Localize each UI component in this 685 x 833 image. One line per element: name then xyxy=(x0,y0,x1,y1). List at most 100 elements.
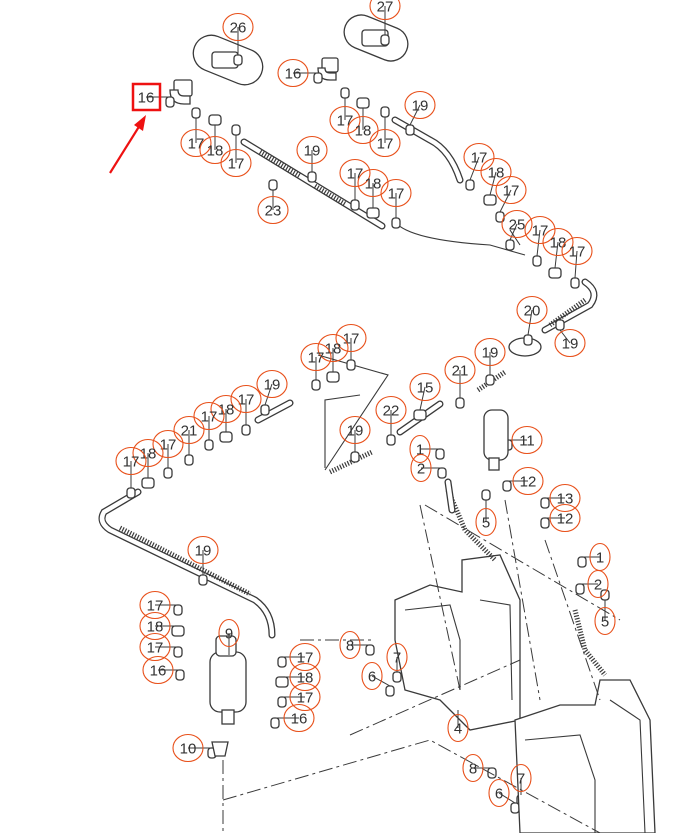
callout-19[interactable]: 19 xyxy=(187,535,219,565)
callout-17[interactable]: 17 xyxy=(463,142,495,172)
callout-5[interactable]: 5 xyxy=(594,606,616,636)
washer-jet-right xyxy=(317,14,409,81)
callout-9[interactable]: 9 xyxy=(218,618,240,648)
callout-17[interactable]: 17 xyxy=(289,682,321,712)
callout-17[interactable]: 17 xyxy=(220,148,252,178)
part-17 xyxy=(173,604,183,616)
part-17 xyxy=(163,467,173,479)
callout-17[interactable]: 17 xyxy=(139,590,171,620)
callout-2[interactable]: 2 xyxy=(587,569,609,599)
callout-number: 19 xyxy=(347,423,364,440)
callout-12[interactable]: 12 xyxy=(549,503,581,533)
callout-19[interactable]: 19 xyxy=(256,369,288,399)
callout-number: 17 xyxy=(123,454,140,471)
part-21 xyxy=(455,397,465,409)
callout-27[interactable]: 27 xyxy=(369,0,401,21)
callout-4[interactable]: 4 xyxy=(447,713,469,743)
part-18 xyxy=(275,676,289,688)
callout-number: 12 xyxy=(557,511,574,528)
callout-number: 16 xyxy=(291,711,308,728)
callout-8[interactable]: 8 xyxy=(339,630,361,660)
callout-number: 19 xyxy=(304,143,321,160)
parts-drawing xyxy=(98,14,656,833)
callout-19[interactable]: 19 xyxy=(296,135,328,165)
part-1 xyxy=(577,556,587,568)
callout-25[interactable]: 25 xyxy=(501,209,533,239)
callout-2[interactable]: 2 xyxy=(410,453,432,483)
part-26 xyxy=(233,54,243,66)
callout-1[interactable]: 1 xyxy=(409,434,431,464)
callout-20[interactable]: 20 xyxy=(516,295,548,325)
callout-17[interactable]: 17 xyxy=(193,401,225,431)
callout-13[interactable]: 13 xyxy=(549,483,581,513)
callout-7[interactable]: 7 xyxy=(510,763,532,793)
part-17 xyxy=(346,359,356,371)
callout-8[interactable]: 8 xyxy=(462,753,484,783)
callout-number: 20 xyxy=(524,303,541,320)
callout-12[interactable]: 12 xyxy=(512,466,544,496)
callout-11[interactable]: 11 xyxy=(511,425,543,455)
callout-19[interactable]: 19 xyxy=(404,90,436,120)
callout-22[interactable]: 22 xyxy=(375,395,407,425)
callout-6[interactable]: 6 xyxy=(488,778,510,808)
leader-line xyxy=(509,223,518,241)
callout-17[interactable]: 17 xyxy=(561,236,593,266)
callout-18[interactable]: 18 xyxy=(289,662,321,692)
callout-19[interactable]: 19 xyxy=(339,415,371,445)
callout-number: 21 xyxy=(452,363,469,380)
callout-19[interactable]: 19 xyxy=(554,328,586,358)
callout-19[interactable]: 19 xyxy=(474,337,506,367)
callout-7[interactable]: 7 xyxy=(386,642,408,672)
callout-17[interactable]: 17 xyxy=(152,429,184,459)
leader-line xyxy=(498,792,516,804)
callout-number: 7 xyxy=(517,771,525,788)
part-17 xyxy=(380,106,390,118)
callout-17[interactable]: 17 xyxy=(369,128,401,158)
callout-18[interactable]: 18 xyxy=(480,157,512,187)
callout-17[interactable]: 17 xyxy=(289,642,321,672)
callout-18[interactable]: 18 xyxy=(347,115,379,145)
callout-26[interactable]: 26 xyxy=(222,12,254,42)
callout-18[interactable]: 18 xyxy=(210,394,242,424)
callout-number: 17 xyxy=(337,113,354,130)
callout-16[interactable]: 16 xyxy=(142,655,174,685)
part-6 xyxy=(385,685,395,697)
callout-5[interactable]: 5 xyxy=(475,507,497,537)
leader-line xyxy=(409,104,421,126)
callout-number: 26 xyxy=(230,20,247,37)
part-19 xyxy=(555,319,565,331)
callout-23[interactable]: 23 xyxy=(257,195,289,225)
part-18 xyxy=(548,267,562,279)
callout-17[interactable]: 17 xyxy=(115,446,147,476)
part-19 xyxy=(198,574,208,586)
part-19 xyxy=(307,171,317,183)
callout-number: 18 xyxy=(355,123,372,140)
callout-16[interactable]: 16 xyxy=(283,703,315,733)
callout-21[interactable]: 21 xyxy=(173,415,205,445)
callout-number: 19 xyxy=(264,377,281,394)
callout-17[interactable]: 17 xyxy=(380,178,412,208)
callout-6[interactable]: 6 xyxy=(361,661,383,691)
callout-18[interactable]: 18 xyxy=(139,611,171,641)
callout-17[interactable]: 17 xyxy=(139,632,171,662)
part-18 xyxy=(208,114,222,126)
highlighted-callout-16[interactable]: 16 xyxy=(138,90,155,107)
part-17 xyxy=(277,696,287,708)
callout-18[interactable]: 18 xyxy=(357,168,389,198)
pointer-arrow xyxy=(109,115,146,174)
callout-15[interactable]: 15 xyxy=(409,372,441,402)
callout-17[interactable]: 17 xyxy=(524,215,556,245)
callout-18[interactable]: 18 xyxy=(317,333,349,363)
part-18 xyxy=(326,371,340,383)
callout-17[interactable]: 17 xyxy=(495,175,527,205)
callout-17[interactable]: 17 xyxy=(230,384,262,414)
callout-number: 4 xyxy=(454,721,462,738)
callout-10[interactable]: 10 xyxy=(172,733,204,763)
callout-number: 6 xyxy=(495,786,503,803)
callout-17[interactable]: 17 xyxy=(300,342,332,372)
part-12 xyxy=(502,480,512,492)
part-19 xyxy=(405,124,415,136)
callout-21[interactable]: 21 xyxy=(444,355,476,385)
callout-18[interactable]: 18 xyxy=(132,438,164,468)
callout-16[interactable]: 16 xyxy=(277,58,309,88)
